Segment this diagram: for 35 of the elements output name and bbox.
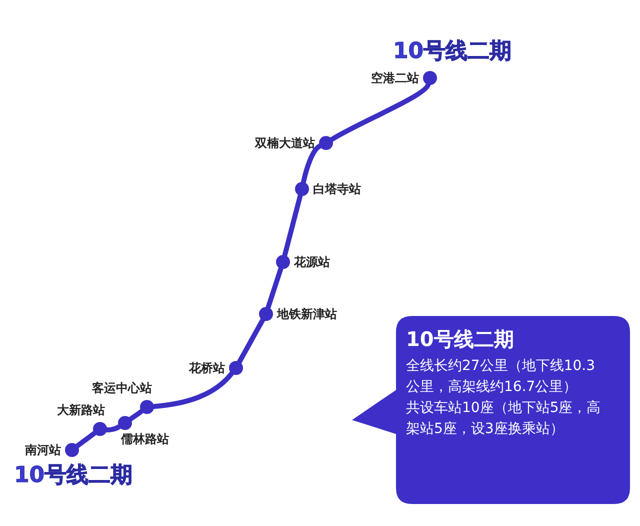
rail-line (151, 371, 234, 409)
line-title: 10号线二期 (393, 38, 512, 66)
station-label: 双楠大道站 (255, 136, 315, 150)
station-dot (259, 307, 273, 321)
rail-line (329, 82, 431, 142)
station-label: 南河站 (25, 443, 61, 457)
station-dot (319, 136, 333, 150)
station-label: 儒林路站 (121, 432, 169, 446)
line-title: 10号线二期 (14, 462, 133, 490)
station-dot (93, 422, 107, 436)
station-dot (423, 71, 437, 85)
station-dot (65, 443, 79, 457)
rail-line (236, 318, 266, 364)
station-dot (118, 416, 132, 430)
callout-text: 全线长约27公里（地下线10.3公里，高架线约16.7公里） (406, 357, 596, 397)
station-dot (140, 400, 154, 414)
station-label: 花桥站 (189, 361, 225, 375)
station-label: 地铁新津站 (277, 307, 337, 321)
station-dot (276, 255, 290, 269)
station-label: 白塔寺站 (313, 182, 361, 196)
rail-line (104, 424, 122, 432)
callout-heading: 10号线二期 (406, 326, 514, 353)
callout-box (352, 316, 630, 504)
rail-line (266, 266, 284, 310)
station-label: 花源站 (294, 255, 330, 269)
rail-line (282, 193, 303, 258)
callout-text: 共设车站10座（地下站5座，高架站5座，设3座换乘站） (406, 399, 602, 439)
rail-line (128, 408, 144, 422)
rail-line (300, 144, 322, 185)
station-label: 客运中心站 (92, 381, 152, 395)
station-label: 大新路站 (57, 403, 105, 417)
station-label: 空港二站 (371, 71, 419, 85)
station-dot (295, 182, 309, 196)
station-dot (229, 361, 243, 375)
rail-line (75, 430, 97, 448)
